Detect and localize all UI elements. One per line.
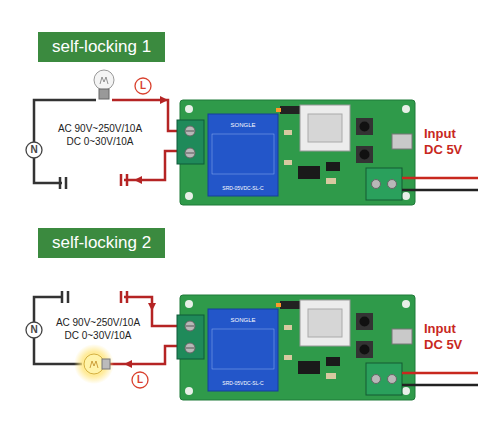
line-marker: L	[131, 371, 149, 389]
wire-terminal	[62, 291, 68, 303]
current-arrow	[134, 176, 142, 184]
marker-letter: N	[30, 325, 37, 335]
live-wire	[124, 151, 182, 180]
relay-model: SRD-05VDC-SL-C	[222, 381, 263, 386]
rating-spec: AC 90V~250V/10A DC 0~30V/10A	[51, 122, 149, 148]
power-wire	[402, 189, 478, 192]
title-tag: self-locking 2	[38, 228, 165, 258]
rating-spec: AC 90V~250V/10A DC 0~30V/10A	[49, 316, 147, 342]
power-input-label: Input DC 5V	[424, 126, 470, 157]
wire-terminal	[60, 177, 66, 189]
lit-lamp	[74, 344, 114, 384]
live-wire	[110, 346, 182, 364]
marker-letter: L	[137, 375, 143, 385]
power-wire	[402, 384, 478, 387]
power-wire	[402, 372, 478, 375]
title-tag: self-locking 1	[38, 32, 165, 62]
line-marker: N	[25, 321, 43, 339]
relay-brand: SONGLE	[230, 317, 255, 323]
relay-board	[177, 100, 415, 205]
tag-text: self-locking 2	[52, 233, 151, 252]
marker-letter: L	[140, 81, 146, 91]
current-arrow	[124, 360, 132, 368]
lamp	[94, 70, 114, 99]
power-wire	[402, 177, 478, 180]
relay-brand: SONGLE	[230, 122, 255, 128]
line-marker: N	[25, 141, 43, 159]
relay-board	[177, 295, 415, 400]
current-arrow	[148, 303, 156, 311]
current-arrow	[160, 96, 168, 104]
wire-terminal	[121, 174, 127, 186]
power-input-label: Input DC 5V	[424, 321, 470, 352]
marker-letter: N	[30, 145, 37, 155]
tag-text: self-locking 1	[52, 37, 151, 56]
line-marker: L	[134, 77, 152, 95]
relay-model: SRD-05VDC-SL-C	[222, 186, 263, 191]
wire-terminal	[121, 291, 127, 303]
